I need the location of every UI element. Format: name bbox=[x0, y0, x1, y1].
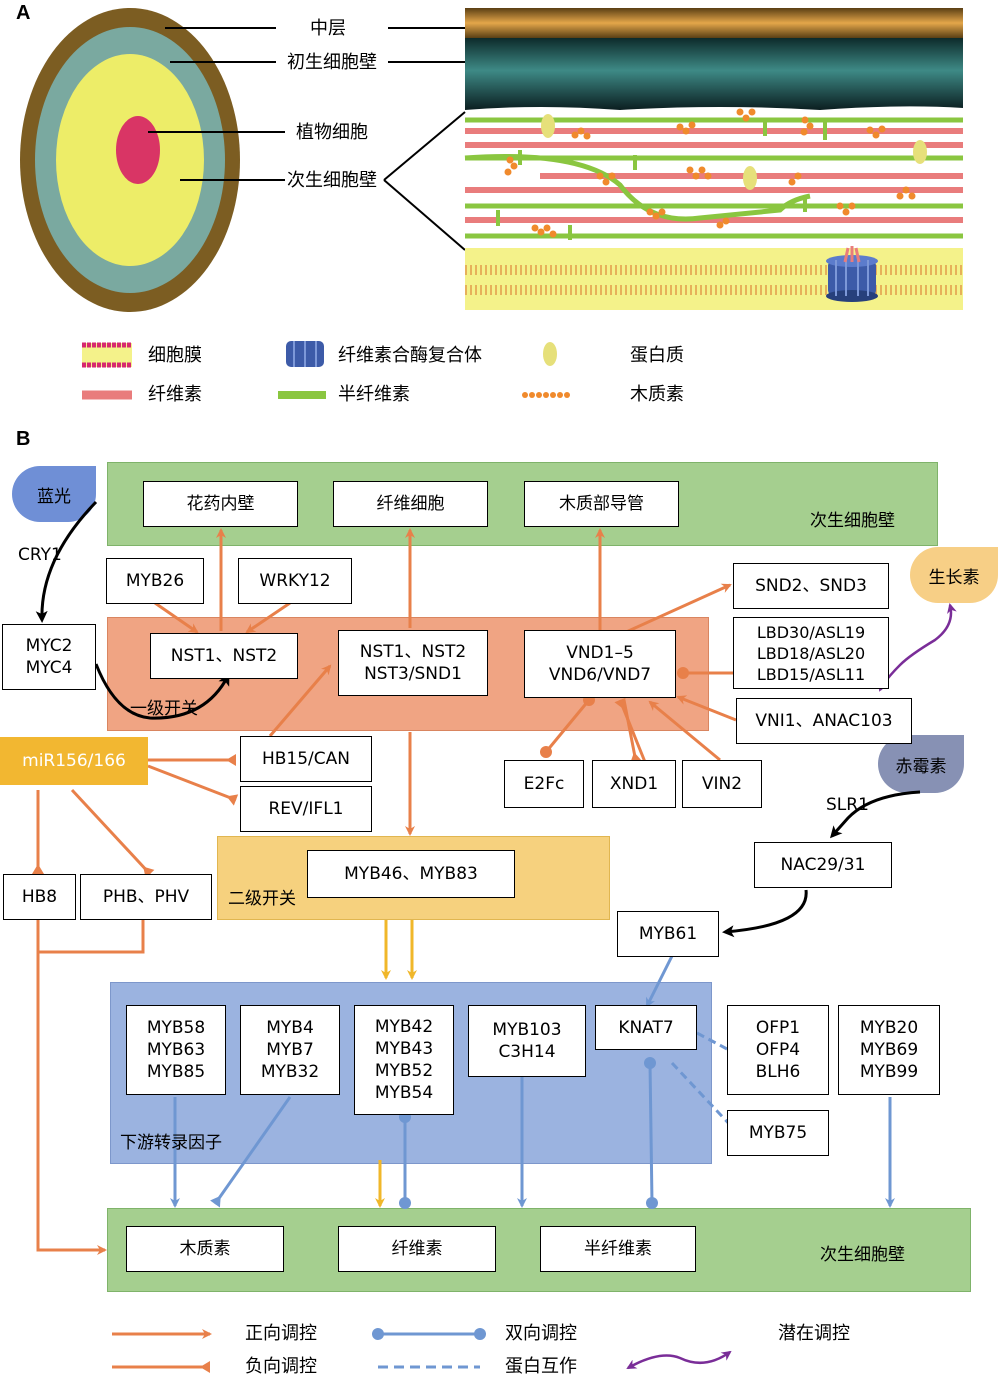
secondary-wall-fibers bbox=[464, 108, 963, 240]
first-switch-label: 一级开关 bbox=[130, 699, 198, 719]
hb15-can-box: HB15/CAN bbox=[240, 736, 372, 782]
bottom-region-label: 次生细胞壁 bbox=[820, 1245, 905, 1265]
legend-membrane-label: 细胞膜 bbox=[148, 345, 202, 366]
myb46-83-box: MYB46、MYB83 bbox=[307, 850, 515, 898]
panel-b-label: B bbox=[16, 428, 31, 450]
middle-lamella-label: 中层 bbox=[310, 18, 346, 39]
protein-legend-icon bbox=[543, 342, 557, 366]
cellulose-box: 纤维素 bbox=[338, 1226, 496, 1272]
e2fc-box: E2Fc bbox=[504, 760, 584, 808]
cellulose-synthase-legend-icon bbox=[286, 341, 324, 367]
auxin-shape: 生长素 bbox=[910, 547, 998, 603]
legend-lignin-label: 木质素 bbox=[630, 384, 684, 405]
legend-protein-label: 蛋白质 bbox=[630, 345, 684, 366]
legend-positive-label: 正向调控 bbox=[245, 1323, 317, 1344]
lignin-legend-icon bbox=[522, 392, 570, 398]
middle-lamella-band bbox=[465, 8, 963, 38]
phb-phv-box: PHB、PHV bbox=[80, 874, 212, 920]
vin2-box: VIN2 bbox=[682, 760, 762, 808]
gibberellin-shape: 赤霉素 bbox=[878, 735, 964, 793]
knat7-box: KNAT7 bbox=[595, 1005, 697, 1050]
secondary-wall-label: 次生细胞壁 bbox=[287, 170, 377, 191]
blue-light-label: 蓝光 bbox=[37, 486, 71, 507]
top-region-label: 次生细胞壁 bbox=[810, 511, 895, 531]
plant-cell-label: 植物细胞 bbox=[296, 122, 368, 143]
cry1-label: CRY1 bbox=[18, 545, 62, 565]
xylem-vessel-box: 木质部导管 bbox=[524, 481, 679, 527]
cellulose-synthase-icon bbox=[826, 246, 878, 302]
snd2-snd3-box: SND2、SND3 bbox=[733, 563, 889, 609]
legend-synthase-label: 纤维素合酶复合体 bbox=[338, 345, 482, 366]
auxin-label: 生长素 bbox=[928, 567, 980, 588]
xnd1-box: XND1 bbox=[592, 760, 676, 808]
slr1-label: SLR1 bbox=[826, 795, 869, 815]
legend-interaction-label: 蛋白互作 bbox=[505, 1356, 577, 1377]
legend-potential-label: 潜在调控 bbox=[778, 1323, 850, 1344]
hb8-box: HB8 bbox=[3, 874, 76, 920]
primary-wall-band bbox=[465, 38, 963, 110]
blue-light-shape: 蓝光 bbox=[12, 466, 96, 522]
cell-membrane-band bbox=[459, 246, 969, 310]
rev-ifl1-box: REV/IFL1 bbox=[240, 786, 372, 832]
panel-a-label: A bbox=[16, 2, 31, 24]
anther-endothecium-box: 花药内壁 bbox=[143, 481, 298, 527]
second-switch-label: 二级开关 bbox=[228, 889, 296, 909]
myb61-box: MYB61 bbox=[617, 911, 719, 957]
gibberellin-label: 赤霉素 bbox=[895, 756, 947, 777]
membrane-legend-icon bbox=[82, 342, 132, 368]
legend-negative-label: 负向调控 bbox=[245, 1356, 317, 1377]
legend-cellulose-label: 纤维素 bbox=[148, 384, 202, 405]
wrky12-box: WRKY12 bbox=[238, 558, 352, 604]
mir156-166-box: miR156/166 bbox=[0, 737, 148, 785]
nst12-box: NST1、NST2 bbox=[150, 633, 298, 679]
legend-hemicellulose-label: 半纤维素 bbox=[338, 384, 410, 405]
downstream-label: 下游转录因子 bbox=[120, 1133, 222, 1153]
nac29-31-box: NAC29/31 bbox=[754, 842, 892, 888]
myb75-box: MYB75 bbox=[727, 1110, 829, 1156]
lignin-box: 木质素 bbox=[126, 1226, 284, 1272]
primary-wall-label: 初生细胞壁 bbox=[287, 52, 377, 73]
myb26-box: MYB26 bbox=[106, 558, 204, 604]
vni1-anac103-box: VNI1、ANAC103 bbox=[736, 698, 912, 744]
hemicellulose-box: 半纤维素 bbox=[540, 1226, 696, 1272]
legend-bidirectional-label: 双向调控 bbox=[505, 1323, 577, 1344]
fiber-cell-box: 纤维细胞 bbox=[333, 481, 488, 527]
